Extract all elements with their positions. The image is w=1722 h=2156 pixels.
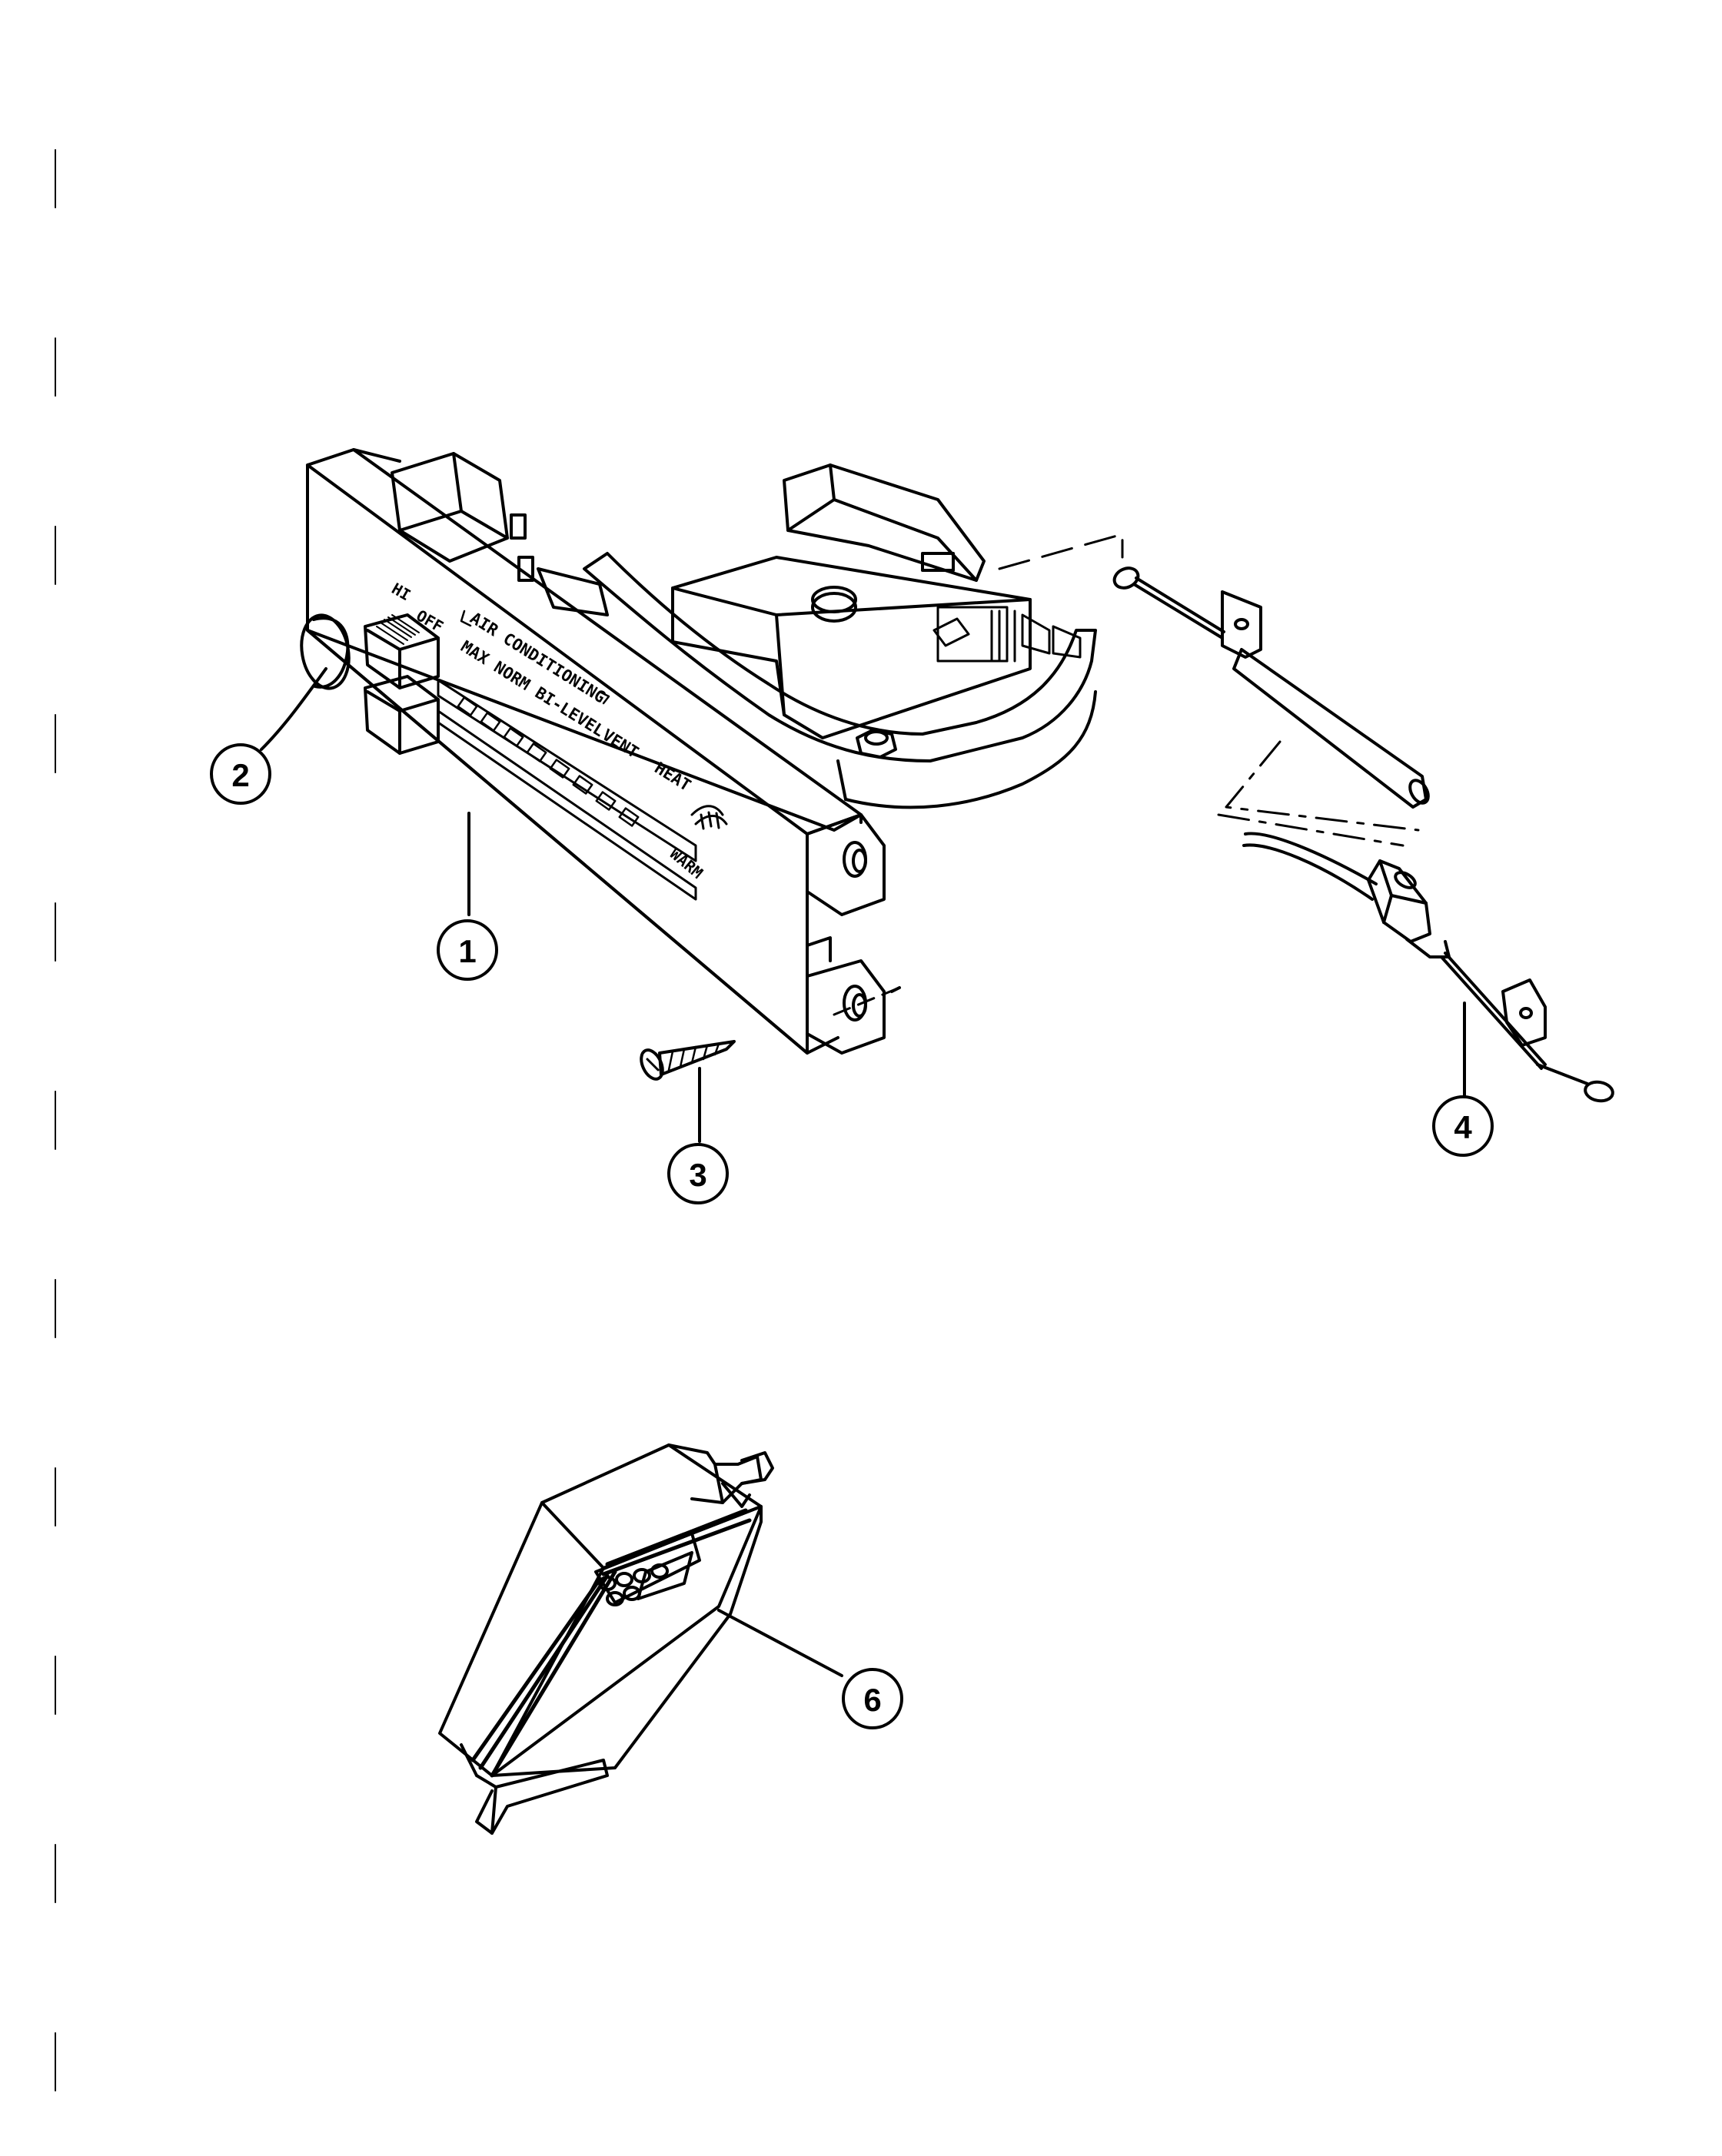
callout-label-4: 4 [1454, 1109, 1472, 1145]
callout-label-3: 3 [689, 1157, 706, 1193]
leader-line-2 [260, 667, 327, 751]
blower-knob [300, 613, 351, 690]
screw [640, 986, 901, 1081]
label-warm: WARM [667, 844, 706, 882]
control-assembly: HI OFF AIR CONDITIONING MAX NORM BI-LEVE… [300, 448, 1097, 1055]
switch-base-plate [671, 556, 1032, 739]
callout-label-1: 1 [458, 933, 476, 969]
rear-connector [391, 452, 509, 563]
hex-nut [856, 729, 897, 759]
rear-support-arm [583, 552, 1097, 762]
defrost-icon [690, 805, 728, 830]
label-hi: HI [389, 580, 414, 605]
callout-3: 3 [667, 1143, 729, 1204]
mode-detents [457, 696, 640, 827]
electronic-module [438, 1443, 774, 1835]
mounting-ears [806, 813, 886, 1055]
front-bezel [306, 448, 863, 832]
callout-2: 2 [210, 743, 271, 805]
callout-6: 6 [842, 1668, 903, 1729]
temperature-cable [998, 533, 1614, 1103]
mode-switch-block [783, 463, 986, 582]
label-heat: HEAT [651, 759, 694, 795]
label-vent: VENT [599, 726, 642, 762]
connector-pins [932, 606, 1082, 663]
callout-label-2: 2 [231, 757, 249, 793]
leader-line-6 [717, 1609, 843, 1677]
callout-1: 1 [437, 919, 498, 981]
callout-4: 4 [1432, 1095, 1494, 1157]
callouts: 1 2 3 4 6 [210, 667, 1494, 1729]
callout-label-6: 6 [863, 1682, 881, 1718]
push-buttons [364, 613, 440, 755]
